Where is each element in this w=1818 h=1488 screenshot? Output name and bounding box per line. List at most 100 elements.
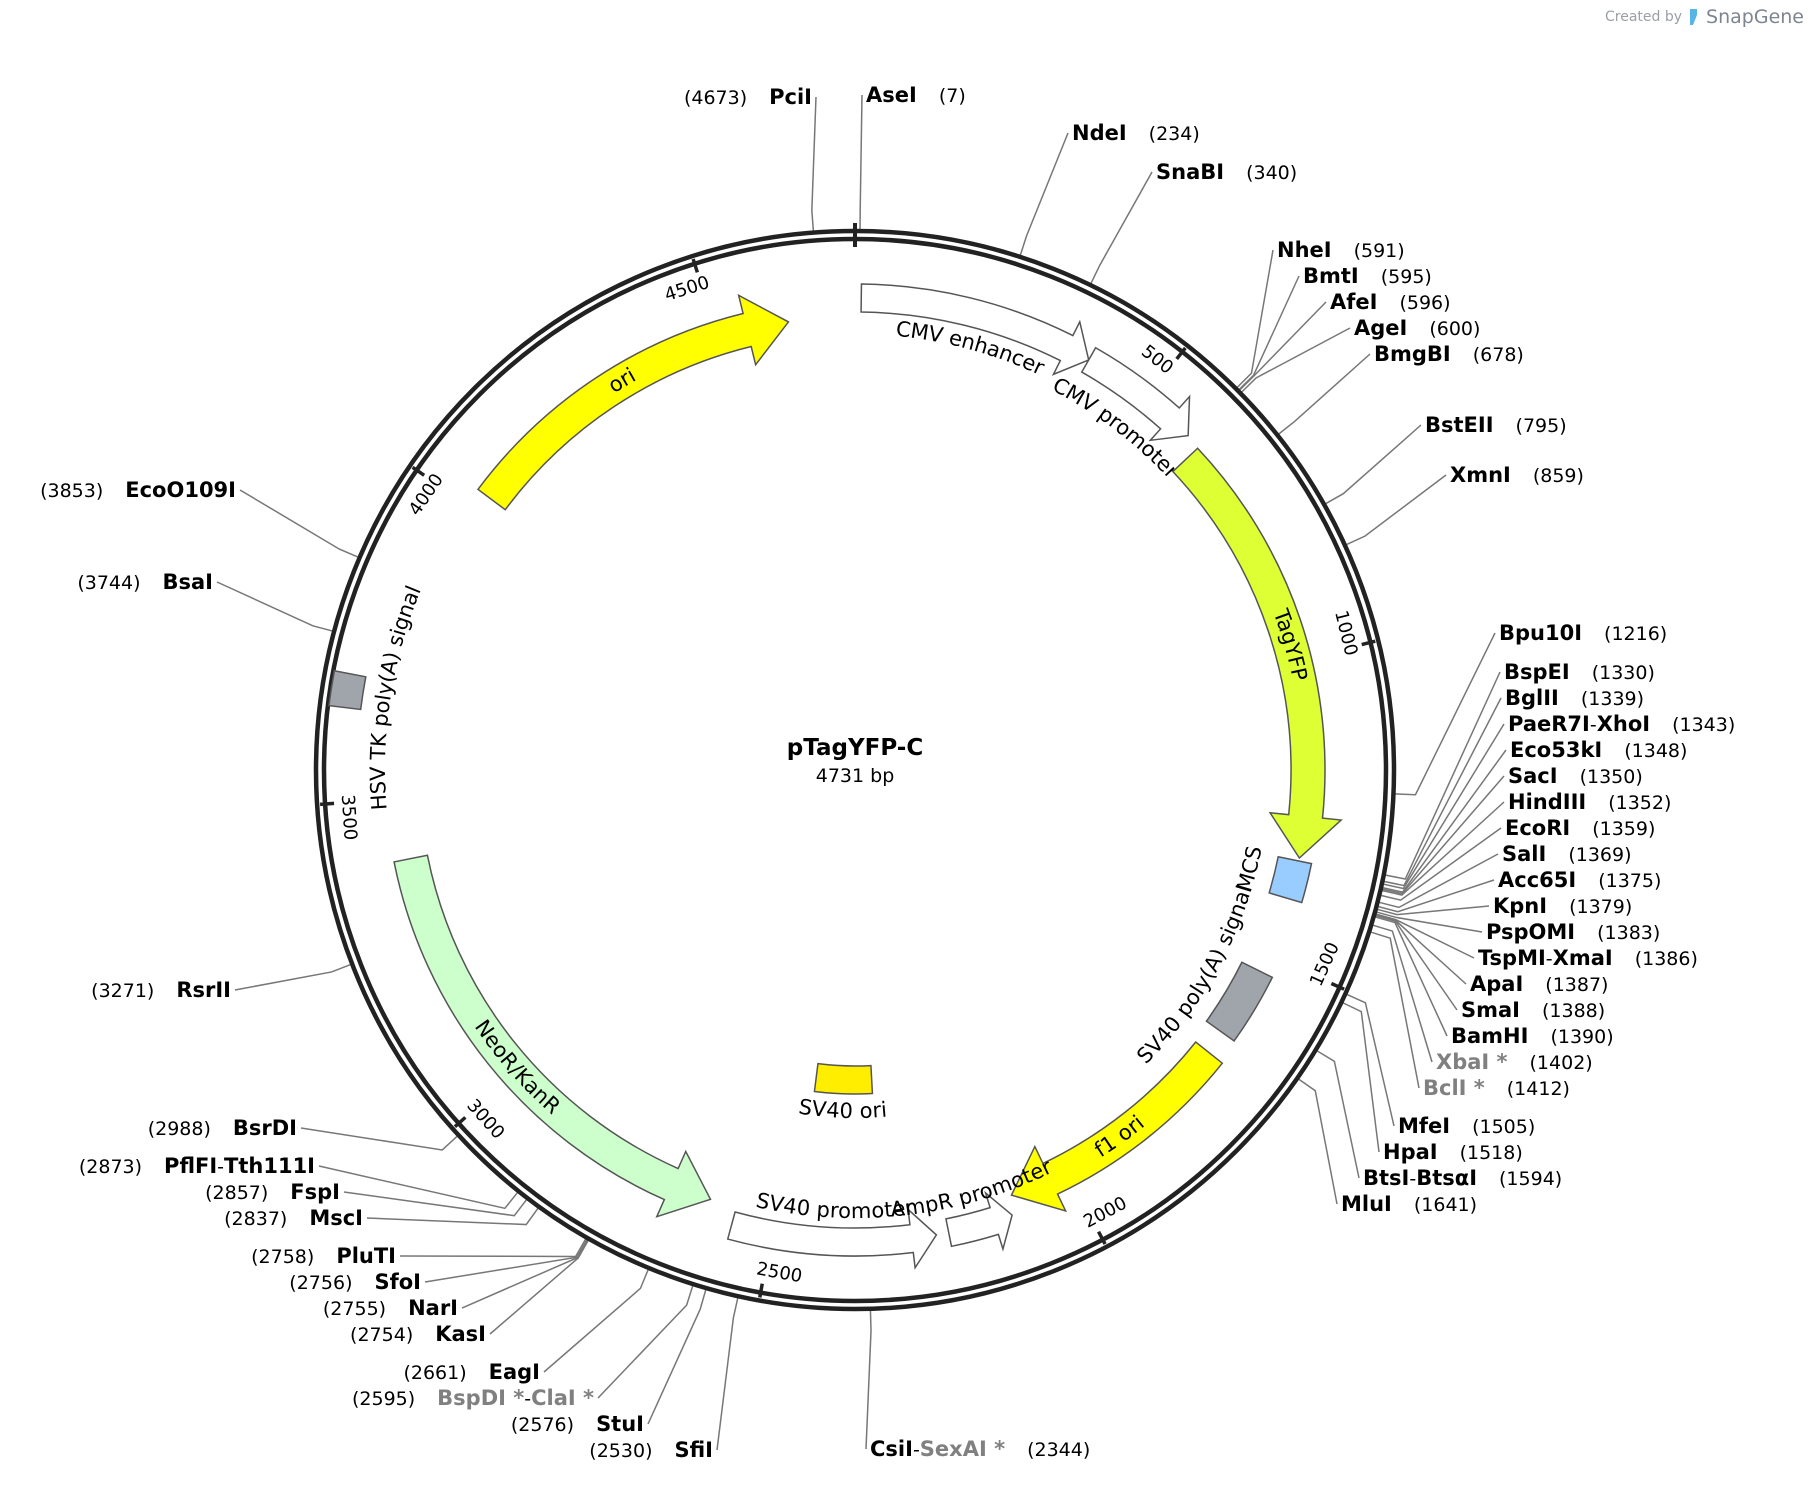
enzyme-leader-line xyxy=(1376,914,1467,985)
enzyme-pflfi-tth111i[interactable]: (2873)PflFI - Tth111I xyxy=(79,1154,315,1178)
enzyme-leader-line xyxy=(1342,1002,1380,1153)
enzyme-acc65i[interactable]: Acc65I(1375) xyxy=(1498,868,1661,892)
enzyme-csii-sexai[interactable]: CsiI - SexAI *(2344) xyxy=(870,1437,1090,1461)
enzyme-pcii[interactable]: (4673)PciI xyxy=(684,85,812,109)
enzyme-snabi[interactable]: SnaBI(340) xyxy=(1156,160,1297,184)
enzyme-fspi[interactable]: (2857)FspI xyxy=(205,1180,340,1204)
enzyme-bamhi[interactable]: BamHI(1390) xyxy=(1451,1024,1614,1048)
enzyme-position: (1518) xyxy=(1460,1142,1523,1164)
enzyme-xbai[interactable]: XbaI *(1402) xyxy=(1436,1050,1593,1074)
enzyme-leader-line xyxy=(1383,723,1505,890)
enzyme-position: (3744) xyxy=(77,572,140,594)
enzyme-ecoo109i[interactable]: (3853)EcoO109I xyxy=(40,478,236,502)
enzyme-position: (1216) xyxy=(1604,623,1667,645)
feature-sv40-promoter[interactable]: SV40 promoter xyxy=(726,1188,938,1270)
enzyme-leader-line xyxy=(1376,911,1483,933)
enzyme-leader-line xyxy=(1373,924,1433,1063)
enzyme-name: BmtI xyxy=(1303,264,1359,288)
enzyme-nhei[interactable]: NheI(591) xyxy=(1277,238,1405,262)
enzyme-bmgbi[interactable]: BmgBI(678) xyxy=(1374,342,1524,366)
enzyme-bsrdi[interactable]: (2988)BsrDI xyxy=(148,1116,297,1140)
enzyme-leader-line xyxy=(1382,801,1505,896)
enzyme-name: Acc65I xyxy=(1498,868,1576,892)
enzyme-msci[interactable]: (2837)MscI xyxy=(224,1206,363,1230)
enzyme-name: SalI xyxy=(1502,842,1546,866)
enzyme-bmti[interactable]: BmtI(595) xyxy=(1303,264,1432,288)
enzyme-name: HindIII xyxy=(1508,790,1586,814)
enzyme-btsi-bts-i[interactable]: BtsI - BtsαI(1594) xyxy=(1363,1166,1562,1190)
enzyme-bspdi-clai[interactable]: (2595)BspDI * - ClaI * xyxy=(352,1386,594,1410)
enzyme-eco53ki[interactable]: Eco53kI(1348) xyxy=(1510,738,1687,762)
feature-sv40-ori[interactable]: SV40 ori xyxy=(797,1062,888,1123)
enzyme-bsai[interactable]: (3744)BsaI xyxy=(77,570,213,594)
enzyme-position: (1352) xyxy=(1608,792,1671,814)
enzyme-name: PciI xyxy=(769,85,812,109)
tick-mark xyxy=(1097,1230,1107,1245)
enzyme-position: (3271) xyxy=(91,980,154,1002)
enzyme-mfei[interactable]: MfeI(1505) xyxy=(1398,1114,1535,1138)
plasmid-name: pTagYFP-C xyxy=(787,735,923,761)
enzyme-name: BmgBI xyxy=(1374,342,1451,366)
enzyme-kasi[interactable]: (2754)KasI xyxy=(350,1322,486,1346)
backbone xyxy=(313,223,1397,1312)
enzyme-name: EcoO109I xyxy=(125,478,236,502)
enzyme-bsteii[interactable]: BstEII(795) xyxy=(1425,413,1567,437)
enzyme-hpai[interactable]: HpaI(1518) xyxy=(1383,1140,1523,1164)
feature-shape xyxy=(860,283,1090,376)
enzyme-name: BspDI * xyxy=(437,1386,524,1410)
enzyme-kpni[interactable]: KpnI(1379) xyxy=(1493,894,1632,918)
enzyme-paer7i-xhoi[interactable]: PaeR7I - XhoI(1343) xyxy=(1508,712,1735,736)
enzyme-afei[interactable]: AfeI(596) xyxy=(1330,290,1451,314)
feature-shape xyxy=(393,854,712,1218)
enzyme-mlui[interactable]: MluI(1641) xyxy=(1341,1192,1477,1216)
feature-shape xyxy=(328,669,367,711)
enzyme-eagi[interactable]: (2661)EagI xyxy=(403,1360,540,1384)
enzyme-leader-line xyxy=(859,94,863,230)
enzyme-leader-line xyxy=(1316,1050,1360,1179)
enzyme-sfii[interactable]: (2530)SfiI xyxy=(589,1438,713,1462)
enzyme-smai[interactable]: SmaI(1388) xyxy=(1461,998,1605,1022)
feature-cmv-enhancer[interactable]: CMV enhancer xyxy=(860,283,1090,380)
enzyme-name: AfeI xyxy=(1330,290,1377,314)
enzyme-bpu10i[interactable]: Bpu10I(1216) xyxy=(1499,621,1667,645)
enzyme-position: (1505) xyxy=(1472,1116,1535,1138)
enzyme-bspei[interactable]: BspEI(1330) xyxy=(1504,660,1655,684)
enzyme-name: AseI xyxy=(866,83,917,107)
enzyme-asei[interactable]: AseI (7) xyxy=(866,83,966,107)
enzyme-xmni[interactable]: XmnI(859) xyxy=(1450,463,1584,487)
feature-shape xyxy=(813,1062,874,1095)
enzyme-ecori[interactable]: EcoRI(1359) xyxy=(1505,816,1655,840)
enzyme-bglii[interactable]: BglII(1339) xyxy=(1505,686,1644,710)
separator: - xyxy=(1590,714,1597,736)
enzyme-rsrii[interactable]: (3271)RsrII xyxy=(91,978,231,1002)
enzyme-leader-line xyxy=(597,1285,694,1399)
tick-label: 1500 xyxy=(1306,939,1344,989)
enzyme-pspomi[interactable]: PspOMI(1383) xyxy=(1486,920,1660,944)
enzyme-position: (7) xyxy=(939,85,966,107)
enzyme-leader-line xyxy=(865,1310,872,1450)
enzyme-sali[interactable]: SalI (1369) xyxy=(1502,842,1632,866)
enzyme-position: (1350) xyxy=(1580,766,1643,788)
feature-neor-kanr[interactable]: NeoR/KanR xyxy=(393,854,712,1218)
enzyme-hindiii[interactable]: HindIII (1352) xyxy=(1508,790,1671,814)
enzyme-position: (1339) xyxy=(1581,688,1644,710)
enzyme-saci[interactable]: SacI(1350) xyxy=(1508,764,1643,788)
feature-sv40-poly-a-signal[interactable]: SV40 poly(A) signal xyxy=(1132,883,1274,1069)
enzyme-sfoi[interactable]: (2756)SfoI xyxy=(289,1270,421,1294)
enzyme-bcli[interactable]: BclI *(1412) xyxy=(1423,1076,1570,1100)
enzyme-position: (1369) xyxy=(1568,844,1631,866)
enzyme-position: (2756) xyxy=(289,1272,352,1294)
feature-f1-ori[interactable]: f1 ori xyxy=(1010,1040,1224,1213)
enzyme-nari[interactable]: (2755)NarI xyxy=(323,1296,458,1320)
enzyme-leader-line xyxy=(716,1297,739,1451)
enzyme-ndei[interactable]: NdeI(234) xyxy=(1072,121,1200,145)
enzyme-apai[interactable]: ApaI(1387) xyxy=(1470,972,1608,996)
feature-hsv-tk-poly-a-signal[interactable]: HSV TK poly(A) signal xyxy=(328,582,426,811)
enzyme-pluti[interactable]: (2758)PluTI xyxy=(251,1244,396,1268)
enzyme-stui[interactable]: (2576)StuI xyxy=(511,1412,644,1436)
enzyme-tspmi-xmai[interactable]: TspMI - XmaI(1386) xyxy=(1478,946,1698,970)
feature-ori[interactable]: ori xyxy=(476,293,790,511)
enzyme-agei[interactable]: AgeI(600) xyxy=(1354,316,1480,340)
enzyme-position: (2873) xyxy=(79,1156,142,1178)
